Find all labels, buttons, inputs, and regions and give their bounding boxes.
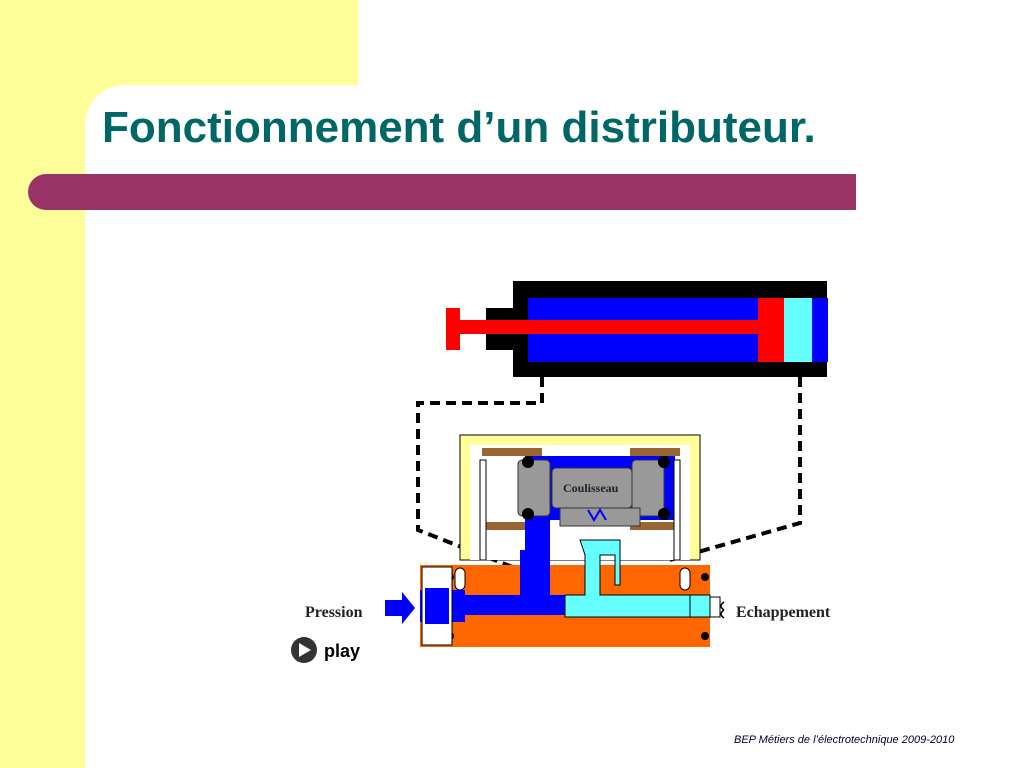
slide-title: Fonctionnement d’un distributeur.	[102, 103, 816, 152]
left-decor-band	[0, 0, 85, 768]
pilot-lines	[416, 377, 802, 572]
play-label: play	[324, 641, 360, 661]
piston	[758, 298, 784, 362]
cylinder	[446, 281, 828, 377]
exhaust-icon	[720, 601, 725, 619]
valve-body	[420, 520, 721, 647]
cylinder-exhaust-chamber	[784, 298, 812, 362]
inlet-fitting	[421, 566, 453, 646]
pressure-arrow-icon	[385, 592, 415, 624]
top-decor-block	[0, 0, 358, 85]
piston-rod	[486, 320, 758, 334]
title-rule-bar	[28, 174, 856, 210]
spool-label: Coulisseau	[563, 481, 619, 495]
spring-icon	[587, 508, 607, 522]
decor-corner-curve	[85, 85, 165, 165]
slide-footer: BEP Métiers de l’électrotechnique 2009-2…	[734, 734, 955, 746]
pressure-label: Pression	[305, 604, 363, 621]
exhaust-label: Echappement	[736, 604, 831, 621]
play-button[interactable]: play	[291, 637, 360, 663]
valve-diagram: Coulisseau Pression Echappement play	[291, 281, 831, 663]
play-icon	[299, 643, 311, 657]
